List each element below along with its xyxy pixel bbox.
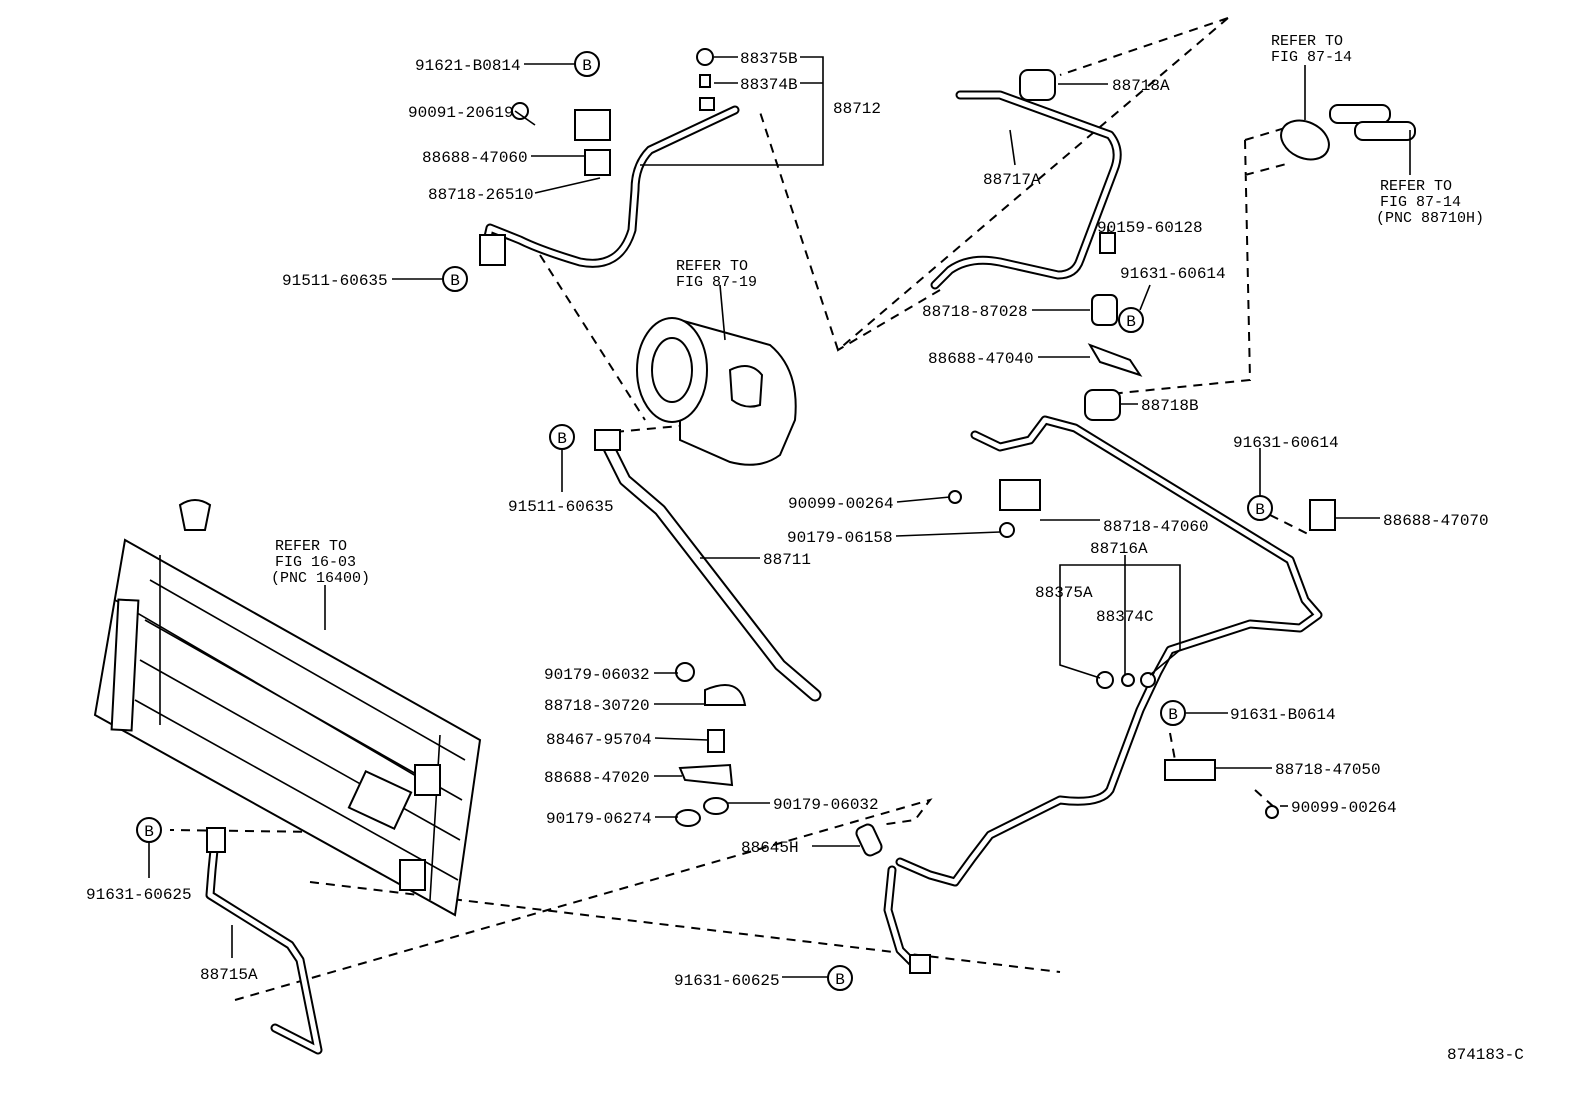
part-number-label: 88688-47070 bbox=[1383, 512, 1489, 530]
reference-note-line: FIG 87-14 bbox=[1271, 49, 1352, 66]
reference-note-line: REFER TO bbox=[1271, 33, 1343, 50]
bolt-marker-b: B bbox=[1247, 495, 1273, 521]
part-number-label: 90099-00264 bbox=[788, 495, 894, 513]
part-number-label: 90179-06032 bbox=[544, 666, 650, 684]
part-number-label: 91511-60635 bbox=[282, 272, 388, 290]
part-number-label: 88645H bbox=[741, 839, 799, 857]
part-number-label: 88375B bbox=[740, 50, 798, 68]
callout-labels: 91621-B0814 90091-20619 88688-47060 88718-2… bbox=[86, 33, 1524, 1064]
part-number-label: 90091-20619 bbox=[408, 104, 514, 122]
part-number-label: 90179-06032 bbox=[773, 796, 879, 814]
part-number-label: 88711 bbox=[763, 551, 811, 569]
part-number-label: 88374C bbox=[1096, 608, 1154, 626]
bolt-marker-letter: B bbox=[582, 57, 592, 75]
leader-line bbox=[640, 56, 824, 166]
leader-lines bbox=[148, 56, 1411, 978]
reference-note-line: FIG 87-19 bbox=[676, 274, 757, 291]
pipe-88717a bbox=[930, 90, 1122, 290]
part-number-label: 88374B bbox=[740, 76, 798, 94]
parts-drawing bbox=[93, 17, 1416, 1055]
part-number-label: 90179-06274 bbox=[546, 810, 652, 828]
reference-note-line: (PNC 88710H) bbox=[1376, 210, 1484, 227]
part-number-label: 88715A bbox=[200, 966, 258, 984]
bolt-marker-b: B bbox=[442, 266, 468, 292]
reference-note-line: REFER TO bbox=[1380, 178, 1452, 195]
reference-note-line: REFER TO bbox=[676, 258, 748, 275]
reference-note-line: REFER TO bbox=[275, 538, 347, 555]
drawing-number: 874183-C bbox=[1447, 1046, 1524, 1064]
bolt-markers: B B B B B B B B bbox=[136, 51, 1273, 991]
bolt-marker-b: B bbox=[136, 817, 162, 843]
bolt-marker-b: B bbox=[827, 965, 853, 991]
part-number-label: 91511-60635 bbox=[508, 498, 614, 516]
bolt-marker-letter: B bbox=[144, 823, 154, 841]
leader-line bbox=[1059, 555, 1181, 679]
bolt-marker-b: B bbox=[574, 51, 600, 77]
reference-note-line: FIG 16-03 bbox=[275, 554, 356, 571]
part-number-label: 88717A bbox=[983, 171, 1041, 189]
bolt-marker-letter: B bbox=[835, 971, 845, 989]
part-number-label: 88718B bbox=[1141, 397, 1199, 415]
bolt-marker-b: B bbox=[549, 424, 575, 450]
part-number-label: 88718-47050 bbox=[1275, 761, 1381, 779]
part-number-label: 88716A bbox=[1090, 540, 1148, 558]
leader-line bbox=[534, 177, 601, 194]
part-number-label: 88688-47060 bbox=[422, 149, 528, 167]
leader-line bbox=[514, 110, 536, 126]
bolt-marker-letter: B bbox=[1255, 501, 1265, 519]
pipe-lower bbox=[883, 865, 920, 970]
part-number-label: 88467-95704 bbox=[546, 731, 652, 749]
bolt-marker-b: B bbox=[1118, 307, 1144, 333]
bolt-marker-letter: B bbox=[1168, 706, 1178, 724]
part-number-label: 90099-00264 bbox=[1291, 799, 1397, 817]
leader-line bbox=[719, 284, 726, 341]
pipe-88716a bbox=[895, 415, 1323, 887]
leader-line bbox=[654, 737, 709, 741]
part-number-label: 88375A bbox=[1035, 584, 1093, 602]
part-number-label: 88718-47060 bbox=[1103, 518, 1209, 536]
part-number-label: 91631-60625 bbox=[86, 886, 192, 904]
bolt-marker-letter: B bbox=[557, 430, 567, 448]
part-number-label: 88688-47020 bbox=[544, 769, 650, 787]
part-number-label: 88688-47040 bbox=[928, 350, 1034, 368]
hose-88711 bbox=[598, 433, 822, 702]
compressor bbox=[636, 317, 797, 466]
part-number-label: 91631-60614 bbox=[1233, 434, 1339, 452]
part-number-label: 88718A bbox=[1112, 77, 1170, 95]
part-number-label: 91631-60625 bbox=[674, 972, 780, 990]
bolt-marker-letter: B bbox=[450, 272, 460, 290]
part-number-label: 88718-30720 bbox=[544, 697, 650, 715]
part-number-label: 91631-B0614 bbox=[1230, 706, 1336, 724]
leader-line bbox=[1139, 284, 1151, 311]
part-number-label: 91631-60614 bbox=[1120, 265, 1226, 283]
leader-line bbox=[895, 531, 1001, 537]
leader-line bbox=[1009, 129, 1016, 166]
part-number-label: 88718-26510 bbox=[428, 186, 534, 204]
part-number-label: 90179-06158 bbox=[787, 529, 893, 547]
reference-note-line: FIG 87-14 bbox=[1380, 194, 1461, 211]
pipe-88712 bbox=[480, 105, 740, 268]
part-number-label: 90159-60128 bbox=[1097, 219, 1203, 237]
reference-note-line: (PNC 16400) bbox=[271, 570, 370, 587]
fittings bbox=[206, 48, 1416, 974]
bolt-marker-letter: B bbox=[1126, 313, 1136, 331]
part-number-label: 88718-87028 bbox=[922, 303, 1028, 321]
pipe-88715a bbox=[205, 835, 323, 1055]
part-number-label: 88712 bbox=[833, 100, 881, 118]
part-number-label: 91621-B0814 bbox=[415, 57, 521, 75]
bolt-marker-b: B bbox=[1160, 700, 1186, 726]
leader-line bbox=[896, 496, 951, 503]
